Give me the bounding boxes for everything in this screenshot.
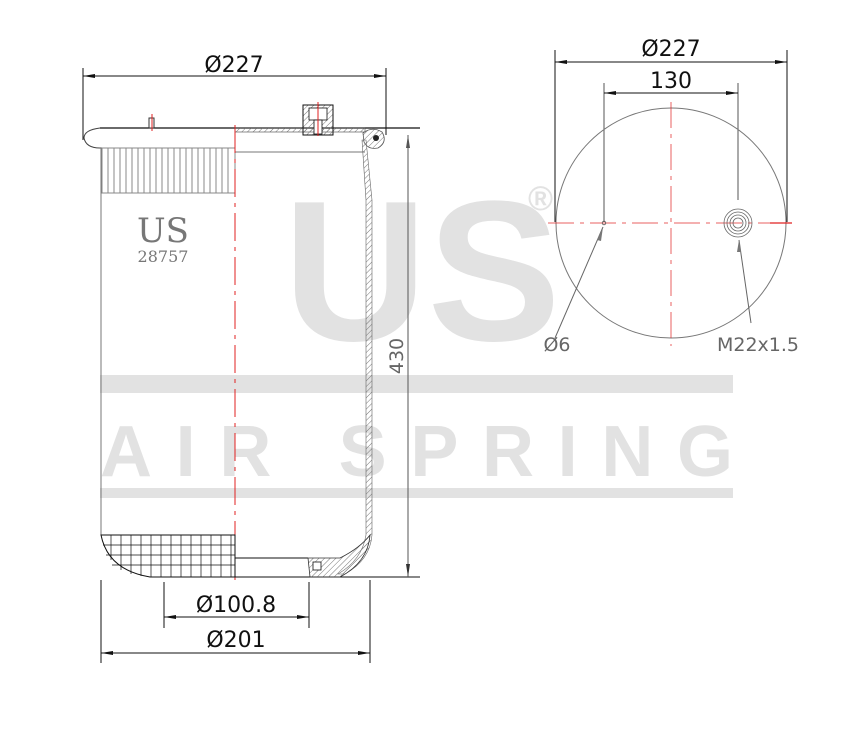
dim-plate-diameter: Ø227 <box>641 37 700 62</box>
dim-piston-inner: Ø100.8 <box>196 593 276 618</box>
piston-grid <box>103 535 235 577</box>
watermark-bar-bottom <box>100 488 733 498</box>
dim-bolt-spacing: 130 <box>650 69 692 94</box>
watermark-tagline: AIR SPRING <box>100 412 733 492</box>
watermark-bar-top <box>100 375 733 393</box>
side-view: Ø227 <box>82 53 420 663</box>
side-label-brand: US <box>137 211 189 251</box>
top-view: Ø227 130 Ø6 M22x1.5 <box>543 37 799 356</box>
dim-height: 430 <box>386 338 408 374</box>
rib-lines <box>107 148 229 193</box>
watermark-brand: US <box>283 160 561 383</box>
dim-pin-hole: Ø6 <box>543 334 570 356</box>
side-label-part-number: 28757 <box>138 247 189 266</box>
dim-air-fitting-thread: M22x1.5 <box>717 334 799 356</box>
dim-piston-outer: Ø201 <box>206 628 265 653</box>
registered-mark: ® <box>528 180 553 218</box>
pin-hole <box>601 220 607 226</box>
dim-top-diameter: Ø227 <box>204 53 263 78</box>
watermark: US ® AIR SPRING <box>100 160 733 498</box>
air-fitting-symbol <box>723 208 753 238</box>
